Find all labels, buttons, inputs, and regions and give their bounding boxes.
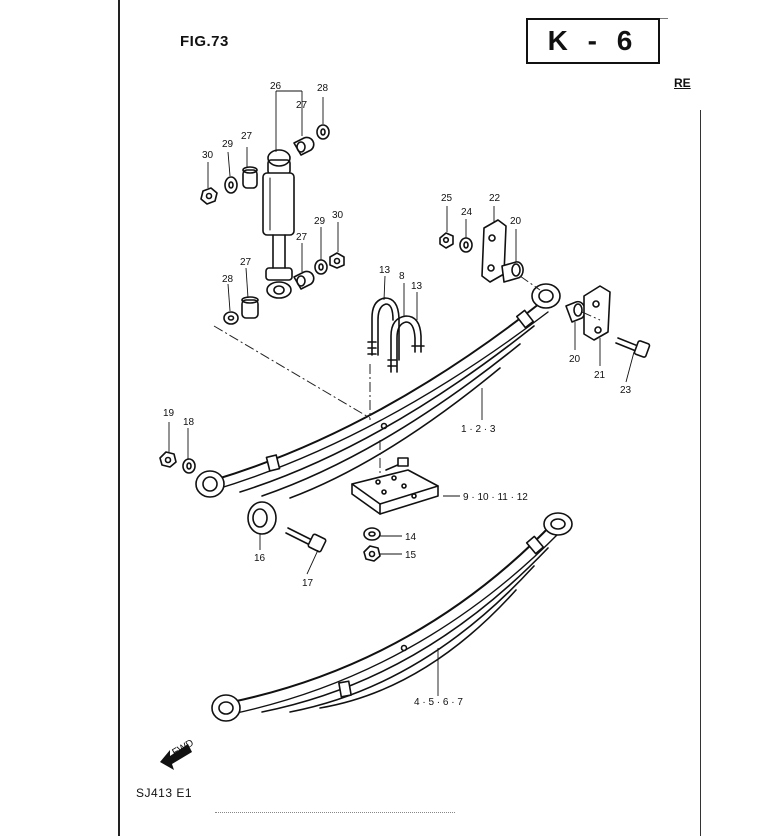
shock-washer-upper-right: [316, 124, 330, 140]
seat-nut: [363, 545, 381, 562]
callout-27: 27: [241, 131, 253, 142]
shock-washer-upper-left: [224, 176, 238, 194]
callout-numbers: 26 28 27 27 29 30 25 24 22 20 29 30 27 2…: [163, 81, 632, 708]
shock-bushing-upper-right: [293, 136, 315, 156]
callout-28: 28: [222, 274, 234, 285]
callout-20: 20: [569, 354, 581, 365]
shackle-washer: [459, 237, 473, 253]
callout-20: 20: [510, 216, 522, 227]
callout-19: 19: [163, 408, 175, 419]
shackle-bushing-front: [501, 261, 524, 283]
callout-26: 26: [270, 81, 282, 92]
callout-14: 14: [405, 532, 417, 543]
spring-seat-plate: [351, 457, 439, 515]
callout-22: 22: [489, 193, 501, 204]
callout-8: 8: [399, 271, 405, 282]
callout-18: 18: [183, 417, 195, 428]
shock-bushing-upper-left: [242, 166, 258, 189]
callout-13: 13: [379, 265, 391, 276]
callout-24: 24: [461, 207, 473, 218]
shackle-plate-front: [481, 219, 507, 283]
callout-15: 15: [405, 550, 417, 561]
spring-eye-bushing: [247, 501, 277, 535]
leaf-spring-lower: [211, 512, 573, 722]
callout-30: 30: [202, 150, 214, 161]
model-code: SJ413 E1: [136, 786, 193, 800]
shock-nut-lower-right: [329, 252, 345, 269]
u-bolt-right: [387, 315, 425, 373]
page-border-left: [118, 0, 120, 836]
callout-23: 23: [620, 385, 632, 396]
callout-17: 17: [302, 578, 314, 589]
callout-27: 27: [296, 100, 308, 111]
callout-27: 27: [296, 232, 308, 243]
shackle-bushing-rear: [565, 300, 586, 323]
box-edge: [660, 18, 668, 19]
footer-rule: [215, 812, 455, 815]
eye-nut: [159, 451, 177, 468]
callout-29: 29: [222, 139, 234, 150]
callout-27: 27: [240, 257, 252, 268]
assembly-guide-lines: [213, 275, 601, 474]
seat-washer: [363, 527, 381, 541]
figure-number: FIG.73: [180, 33, 229, 50]
callout-leader-lines: [168, 90, 635, 696]
callout-29: 29: [314, 216, 326, 227]
callout-28: 28: [317, 83, 329, 94]
shock-nut-upper-left: [200, 187, 218, 205]
page-border-right: [700, 110, 701, 836]
shock-bushing-lower-left: [241, 296, 259, 319]
section-code-box: K - 6: [526, 18, 660, 64]
callout-9-10-11-12: 9 · 10 · 11 · 12: [463, 492, 528, 503]
corner-text: RE: [674, 76, 691, 90]
callout-25: 25: [441, 193, 453, 204]
callout-21: 21: [594, 370, 606, 381]
eye-washer: [182, 458, 196, 474]
u-bolt-left: [367, 297, 400, 361]
shackle-bolt: [615, 337, 651, 358]
shock-washer-lower-right: [314, 259, 328, 275]
shackle-nut: [439, 232, 454, 249]
shock-absorber: [262, 149, 295, 299]
callout-1-2-3: 1 · 2 · 3: [461, 424, 496, 435]
shock-washer-lower-left: [223, 311, 239, 325]
callout-30: 30: [332, 210, 344, 221]
callout-4-5-6-7: 4 · 5 · 6 · 7: [414, 697, 463, 708]
shackle-plate-rear: [583, 285, 611, 341]
shock-bushing-lower-right: [293, 270, 315, 290]
leaf-spring-upper: [195, 283, 561, 499]
callout-16: 16: [254, 553, 266, 564]
forward-direction-arrow-icon: FWD: [160, 738, 196, 770]
spring-eye-bolt: [285, 527, 327, 553]
callout-13: 13: [411, 281, 423, 292]
